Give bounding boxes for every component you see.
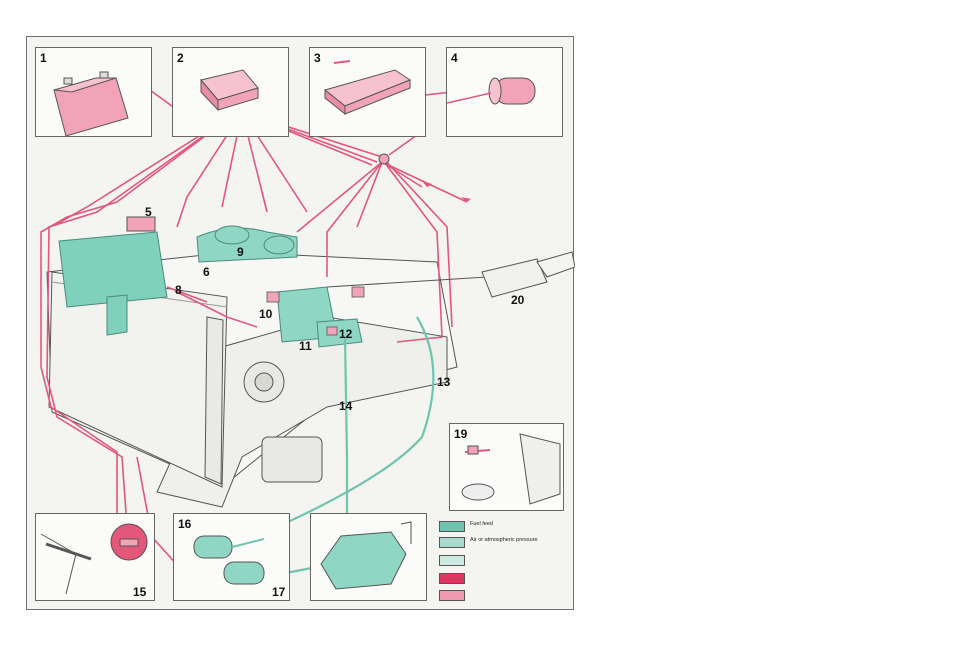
callout-16: 16 <box>178 517 192 531</box>
fuel-filter-icon <box>193 535 265 585</box>
inset-sensor-19 <box>449 423 564 511</box>
callout-1: 1 <box>40 51 47 65</box>
callout-12: 12 <box>339 327 353 341</box>
inset-fuel-tank <box>310 513 427 601</box>
air-intake-plenum <box>196 225 363 348</box>
dashboard-icon <box>40 523 148 595</box>
callout-14: 14 <box>339 399 353 413</box>
callout-15: 15 <box>133 585 147 599</box>
inset-fuel-filter <box>173 513 290 601</box>
callout-2: 2 <box>177 51 184 65</box>
inset-pump <box>446 47 563 137</box>
sensor-icon <box>461 433 561 505</box>
legend-swatch <box>439 573 465 584</box>
air-filter-housing <box>58 231 168 336</box>
callout-6: 6 <box>203 265 210 279</box>
legend-swatch <box>439 521 465 532</box>
callout-3: 3 <box>314 51 321 65</box>
inset-control-unit <box>172 47 289 137</box>
inset-module <box>309 47 426 137</box>
legend-swatch <box>439 537 465 548</box>
callout-13: 13 <box>437 375 451 389</box>
callout-8: 8 <box>175 283 182 297</box>
module-icon <box>323 60 412 116</box>
legend-swatch <box>439 590 465 601</box>
callout-20: 20 <box>511 293 525 307</box>
battery-icon <box>53 71 129 137</box>
callout-5: 5 <box>145 205 152 219</box>
callout-19: 19 <box>454 427 468 441</box>
inset-dashboard-15 <box>35 513 155 601</box>
inset-battery <box>35 47 152 137</box>
fuel-injection-diagram: 1 2 3 4 19 <box>26 36 575 610</box>
engine-sensors <box>266 286 365 336</box>
exhaust-catalyst <box>326 251 575 298</box>
callout-4: 4 <box>451 51 458 65</box>
legend-swatch <box>439 555 465 566</box>
wiring-harness <box>40 76 498 588</box>
fuel-tank-icon <box>320 521 412 590</box>
relay-unit <box>126 216 156 232</box>
harness-connector <box>378 153 390 165</box>
control-unit-icon <box>200 69 259 112</box>
harness-arrows <box>422 181 471 202</box>
callout-11: 11 <box>299 339 312 353</box>
diagram-artwork <box>40 76 575 594</box>
pump-icon <box>446 77 536 105</box>
callout-9: 9 <box>237 245 244 259</box>
callout-17: 17 <box>272 585 286 599</box>
legend-label: Fuel feed <box>470 521 493 527</box>
legend-label: Air or atmospheric pressure <box>470 537 538 543</box>
callout-10: 10 <box>259 307 273 321</box>
